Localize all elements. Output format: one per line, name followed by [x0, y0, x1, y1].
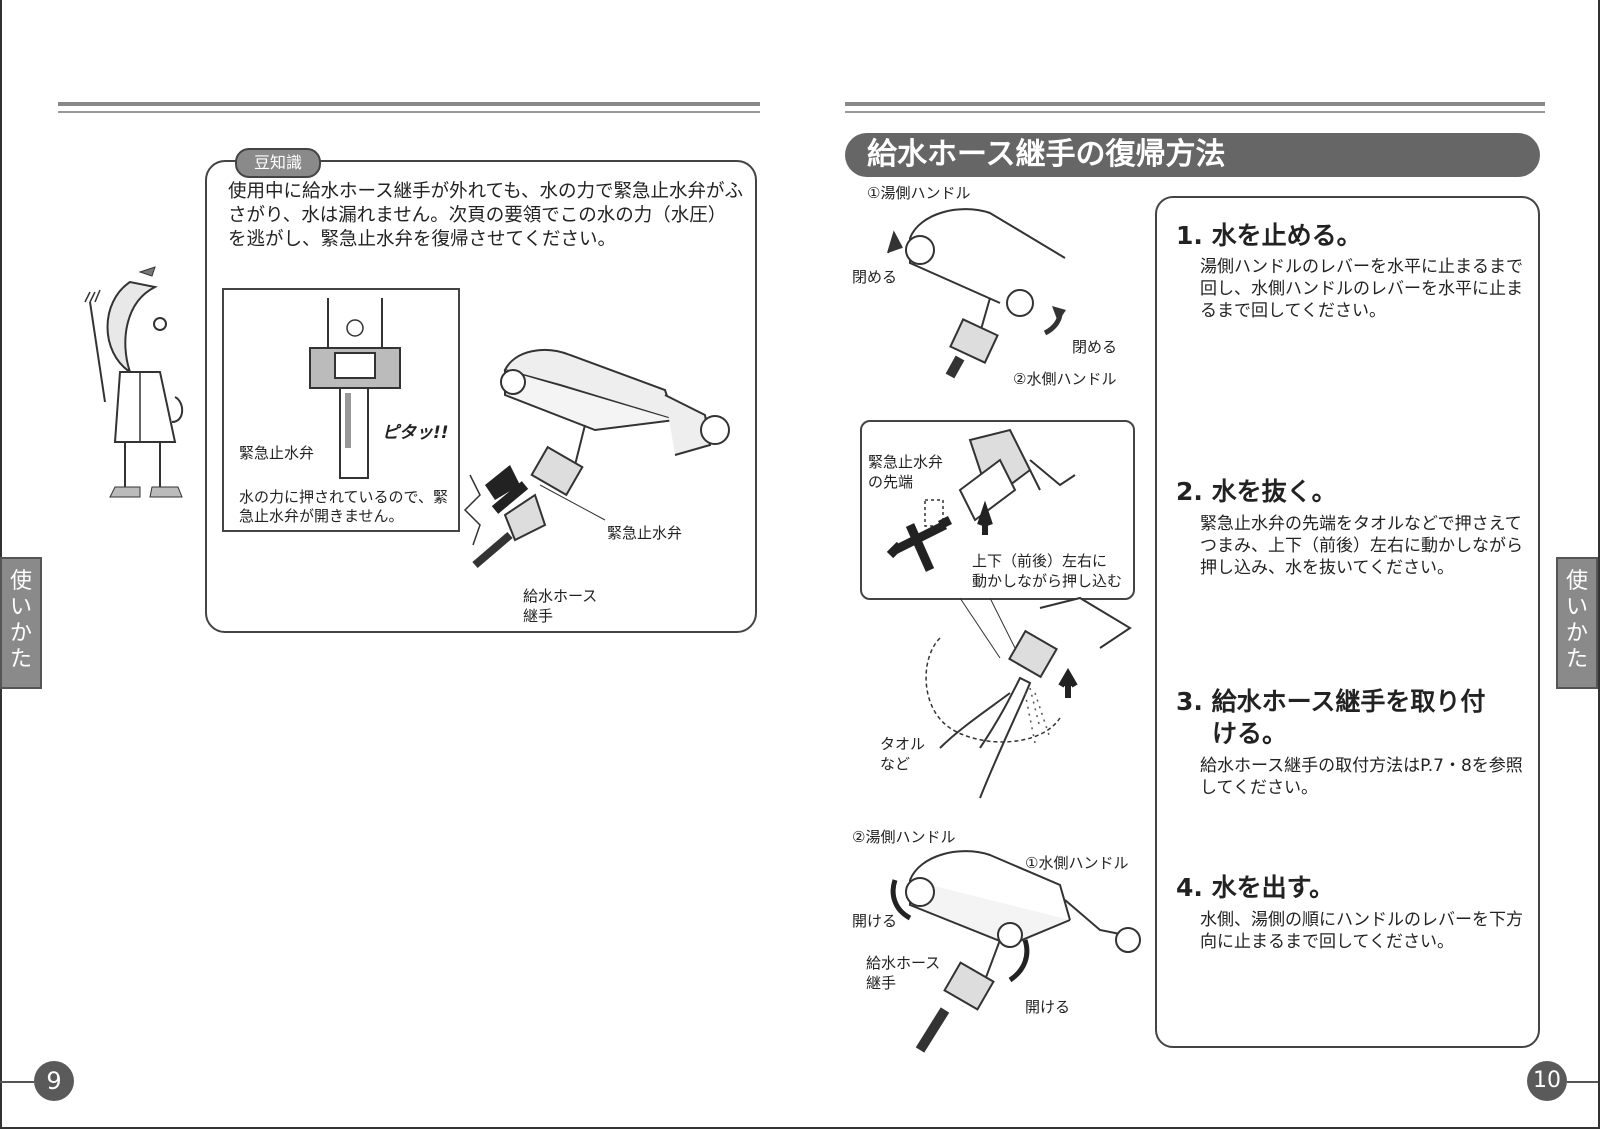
fig3-hot-handle-label: ②湯側ハンドル — [852, 828, 956, 846]
valve-cross-section-drawing — [309, 298, 401, 479]
fig3-hose-joint-line2: 継手 — [866, 974, 897, 992]
fig3-open-right-label: 開ける — [1025, 998, 1071, 1016]
left-page-number: 9 — [34, 1061, 74, 1101]
knowledge-note-box — [205, 160, 757, 633]
page-frame-bottom — [0, 1127, 1600, 1129]
page-frame-right — [1598, 0, 1600, 1129]
step-4-body: 水側、湯側の順にハンドルのレバーを下方向に止まるまで回してください。 — [1200, 910, 1523, 952]
towel-press-drawing — [925, 596, 1132, 799]
step-3-body: 給水ホース継手の取付方法はP.7・8を参照してください。 — [1200, 756, 1523, 798]
faucet-open-drawing — [890, 850, 1141, 1053]
fig3-hose-joint-line1: 給水ホース — [866, 954, 941, 972]
fig1-cold-handle-label: ②水側ハンドル — [1013, 370, 1117, 388]
left-side-tab: 使 い か た — [0, 557, 42, 689]
mascot-illustration — [84, 266, 184, 498]
step-2-heading: 2. 水を抜く。 — [1176, 477, 1337, 506]
fig1-close-right-label: 閉める — [1072, 338, 1118, 356]
hose-joint-label-line1: 給水ホース — [523, 587, 598, 605]
fig2-towel-line1: タオル — [880, 735, 926, 753]
inset-valve-label: 緊急止水弁 — [239, 444, 315, 462]
fig2-valve-tip-line2: の先端 — [868, 473, 914, 491]
left-page-number-line — [0, 1081, 34, 1083]
left-header-rule — [58, 102, 760, 106]
right-header-rule-thin — [845, 111, 1545, 113]
fig2-valve-tip-line1: 緊急止水弁 — [868, 453, 944, 471]
step-2-body: 緊急止水弁の先端をタオルなどで押さえてつまみ、上下（前後）左右に動かしながら押し… — [1200, 514, 1523, 578]
knowledge-badge: 豆知識 — [235, 148, 321, 178]
step-1-body: 湯側ハンドルのレバーを水平に止まるまで回し、水側ハンドルのレバーを水平に止まるま… — [1200, 257, 1523, 321]
fig1-hot-handle-label: ①湯側ハンドル — [867, 184, 971, 202]
right-header-rule — [845, 102, 1545, 106]
fig2-towel-line2: など — [880, 755, 911, 773]
page-title: 給水ホース継手の復帰方法 — [845, 133, 1540, 177]
knowledge-text: 使用中に給水ホース継手が外れても、水の力で緊急止水弁がふさがり、水は漏れません。… — [228, 181, 744, 250]
hose-joint-label-line2: 継手 — [523, 607, 554, 625]
valve-tip-drawing — [886, 428, 1076, 572]
left-header-rule-thin — [58, 111, 760, 113]
valve-label: 緊急止水弁 — [607, 524, 683, 542]
inset-caption: 水の力に押されているので、緊急止水弁が開きません。 — [239, 488, 448, 525]
step-1-heading: 1. 水を止める。 — [1176, 221, 1362, 250]
fig2-instruction-line2: 動かしながら押し込む — [972, 572, 1123, 590]
right-page-number-line — [1567, 1081, 1598, 1083]
right-side-tab: 使 い か た — [1556, 557, 1598, 689]
fig2-instruction-line1: 上下（前後）左右に — [972, 552, 1108, 570]
step-4-heading: 4. 水を出す。 — [1176, 873, 1335, 902]
pita-label: ピタッ!! — [382, 423, 449, 443]
fig3-cold-handle-label: ①水側ハンドル — [1025, 854, 1129, 872]
fig3-open-left-label: 開ける — [852, 912, 898, 930]
faucet-detached-drawing — [463, 335, 730, 569]
step-3-heading: 3. 給水ホース継手を取り付 — [1176, 687, 1486, 716]
fig1-close-left-label: 閉める — [852, 268, 898, 286]
faucet-close-drawing — [887, 208, 1066, 379]
step-3-heading-cont: ける。 — [1212, 719, 1288, 748]
right-page-number: 10 — [1527, 1061, 1567, 1101]
steps-box — [1155, 196, 1540, 1048]
